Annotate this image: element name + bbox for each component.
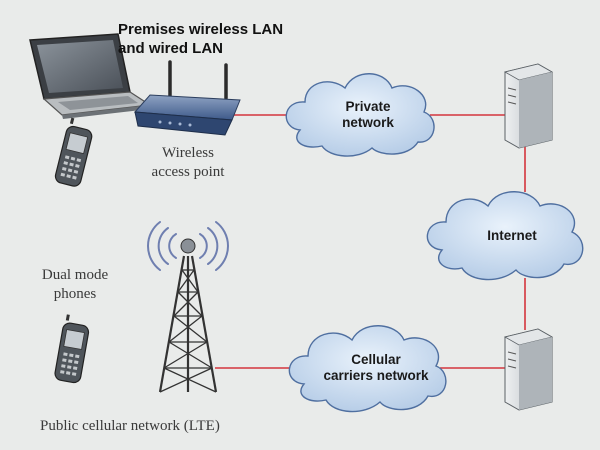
mobile-phone-icon — [54, 314, 90, 384]
public-cellular-label: Public cellular network (LTE) — [40, 418, 220, 434]
dual-label-line2: phones — [53, 286, 97, 302]
private-label-line2: network — [342, 115, 394, 130]
connection-lines — [215, 114, 526, 369]
mobile-phone-icon — [54, 117, 93, 187]
premises-label-line2: and wired LAN — [118, 40, 224, 57]
server-icon — [503, 328, 554, 411]
cellular-label-line2: carriers network — [323, 368, 429, 383]
wap-label-line1: Wireless — [162, 145, 214, 161]
cloud-private-network — [285, 73, 435, 157]
cellular-label-line1: Cellular — [351, 352, 401, 367]
cell-tower-icon — [147, 221, 229, 393]
dual-label-line1: Dual mode — [41, 267, 109, 283]
dual-mode-phones-label: Dual mode phones — [30, 266, 120, 304]
wireless-router-icon — [133, 60, 241, 136]
premises-label: Premises wireless LAN and wired LAN — [118, 20, 283, 58]
server-icon — [503, 63, 554, 149]
cloud-internet — [426, 191, 584, 281]
private-label-line1: Private — [345, 99, 391, 114]
cellular-carriers-label: Cellular carriers network — [316, 352, 436, 384]
internet-label: Internet — [487, 228, 537, 243]
premises-label-line1: Premises wireless LAN — [118, 21, 284, 38]
wireless-access-point-label: Wireless access point — [128, 144, 248, 182]
private-network-label: Private network — [318, 99, 418, 131]
laptop-icon — [29, 33, 152, 119]
cloud-cellular-carriers — [288, 325, 447, 413]
wap-label-line2: access point — [151, 164, 225, 180]
